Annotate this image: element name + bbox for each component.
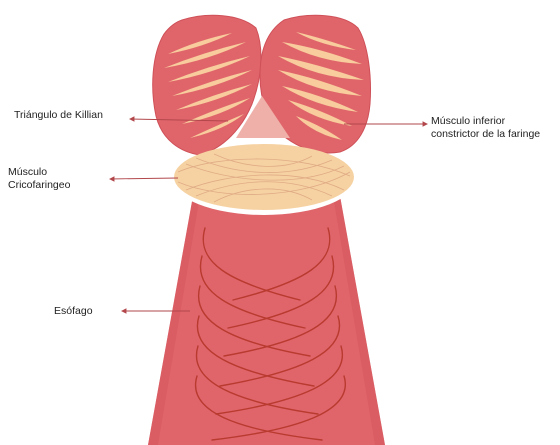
label-cricopharyngeus-line1: Músculo: [8, 166, 70, 179]
pointer-cricofaringeo: [110, 178, 178, 179]
label-esophagus: Esófago: [54, 305, 93, 318]
label-cricopharyngeus: Músculo Cricofaringeo: [8, 166, 70, 192]
pointer-constrictor-head: [423, 122, 427, 126]
pointer-esofago-head: [122, 309, 126, 313]
esophagus-tube: [148, 196, 385, 445]
label-inferior-constrictor: Músculo inferior constrictor de la farin…: [431, 115, 540, 141]
pointer-cricofaringeo-head: [110, 177, 114, 181]
label-inferior-constrictor-line2: constrictor de la faringe: [431, 128, 540, 141]
cricopharyngeus-muscle: [174, 144, 354, 210]
label-inferior-constrictor-line1: Músculo inferior: [431, 115, 540, 128]
label-cricopharyngeus-line2: Cricofaringeo: [8, 179, 70, 192]
label-killian-triangle: Triángulo de Killian: [14, 109, 103, 122]
pointer-killian-head: [130, 117, 134, 121]
